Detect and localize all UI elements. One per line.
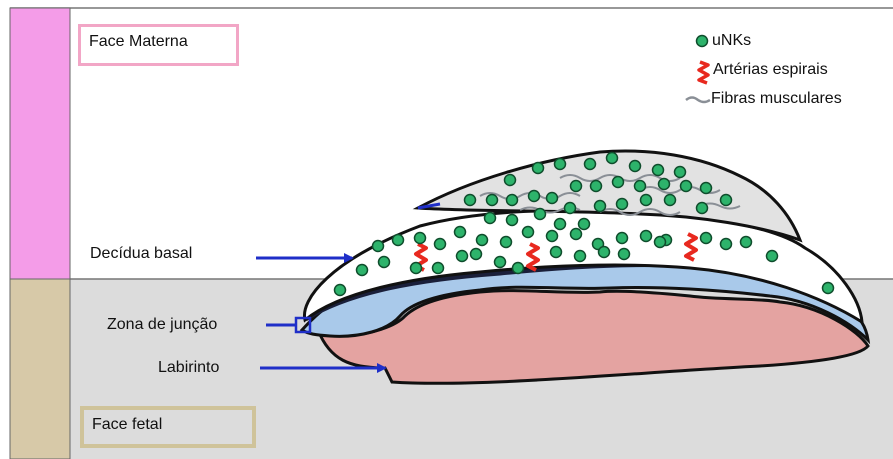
- unk-cell: [655, 237, 666, 248]
- unk-cell: [523, 227, 534, 238]
- unk-cell: [741, 237, 752, 248]
- unk-cell: [529, 191, 540, 202]
- unk-cell: [505, 175, 516, 186]
- unk-cell: [465, 195, 476, 206]
- legend-unk-icon: [697, 36, 708, 47]
- unk-cell: [533, 163, 544, 174]
- unk-cell: [555, 219, 566, 230]
- unk-cell: [357, 265, 368, 276]
- unk-cell: [591, 181, 602, 192]
- unk-cell: [379, 257, 390, 268]
- unk-cell: [393, 235, 404, 246]
- unk-cell: [455, 227, 466, 238]
- unk-cell: [675, 167, 686, 178]
- unk-cell: [641, 231, 652, 242]
- legend-unks-text: uNKs: [712, 32, 751, 50]
- unk-cell: [457, 251, 468, 262]
- unk-cell: [535, 209, 546, 220]
- unk-cell: [555, 159, 566, 170]
- unk-cell: [335, 285, 346, 296]
- unk-cell: [507, 195, 518, 206]
- unk-cell: [681, 181, 692, 192]
- unk-cell: [487, 195, 498, 206]
- face-materna-label: Face Materna: [78, 24, 239, 66]
- unk-cell: [477, 235, 488, 246]
- labirinto-label: Labirinto: [158, 359, 219, 377]
- unk-cell: [495, 257, 506, 268]
- legend-arterias-text: Artérias espirais: [713, 61, 828, 79]
- unk-cell: [721, 195, 732, 206]
- unk-cell: [571, 229, 582, 240]
- unk-cell: [595, 201, 606, 212]
- unk-cell: [701, 233, 712, 244]
- unk-cell: [551, 247, 562, 258]
- unk-cell: [547, 193, 558, 204]
- zona-juncao-label: Zona de junção: [107, 316, 217, 334]
- unk-cell: [585, 159, 596, 170]
- unk-cell: [697, 203, 708, 214]
- legend-artery-icon: [699, 62, 708, 83]
- unk-cell: [415, 233, 426, 244]
- unk-cell: [630, 161, 641, 172]
- unk-cell: [613, 177, 624, 188]
- unk-cell: [435, 239, 446, 250]
- unk-cell: [547, 231, 558, 242]
- unk-cell: [653, 165, 664, 176]
- unk-cell: [767, 251, 778, 262]
- unk-cell: [433, 263, 444, 274]
- unk-cell: [571, 181, 582, 192]
- unk-cell: [659, 179, 670, 190]
- decidua-basal-label: Decídua basal: [90, 245, 192, 263]
- unk-cell: [617, 233, 628, 244]
- unk-cell: [701, 183, 712, 194]
- unk-cell: [411, 263, 422, 274]
- legend-fibras-text: Fibras musculares: [711, 90, 842, 108]
- unk-cell: [575, 251, 586, 262]
- unk-cell: [641, 195, 652, 206]
- unk-cell: [507, 215, 518, 226]
- unk-cell: [599, 247, 610, 258]
- maternal-side-bar: [10, 8, 70, 279]
- face-fetal-label: Face fetal: [80, 406, 256, 448]
- unk-cell: [579, 219, 590, 230]
- unk-cell: [619, 249, 630, 260]
- fetal-side-bar: [10, 279, 70, 459]
- legend-fibre-icon: [686, 98, 710, 103]
- unk-cell: [823, 283, 834, 294]
- unk-cell: [635, 181, 646, 192]
- unk-cell: [501, 237, 512, 248]
- unk-cell: [617, 199, 628, 210]
- unk-cell: [665, 195, 676, 206]
- unk-cell: [721, 239, 732, 250]
- unk-cell: [513, 263, 524, 274]
- unk-cell: [607, 153, 618, 164]
- unk-cell: [485, 213, 496, 224]
- unk-cell: [565, 203, 576, 214]
- unk-cell: [373, 241, 384, 252]
- unk-cell: [471, 249, 482, 260]
